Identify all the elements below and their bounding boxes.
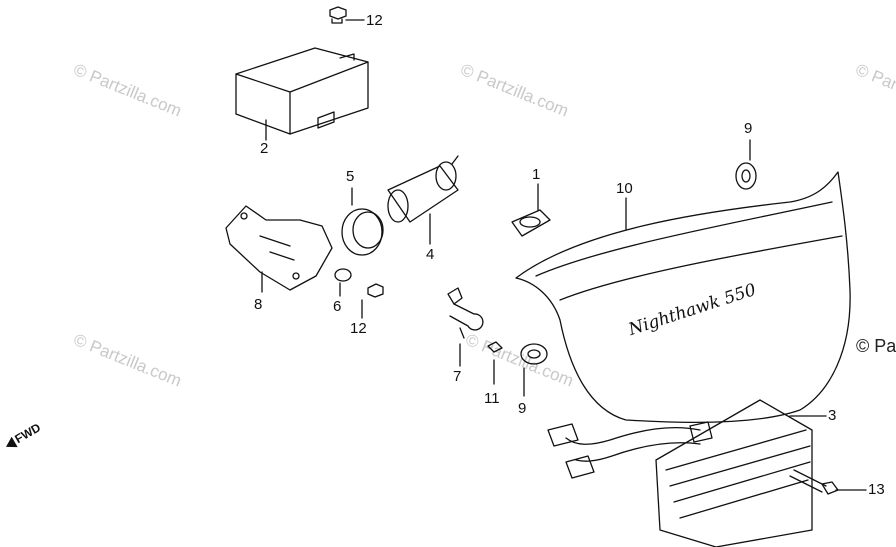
callout-2: 2 [260,140,269,157]
callout-4: 4 [426,246,435,263]
clamp-ring-icon[interactable] [341,187,384,256]
wire-clip-icon[interactable] [447,287,484,367]
bolt-icon[interactable] [789,469,867,495]
ignition-unit-icon[interactable] [235,47,369,141]
screw-icon[interactable] [487,341,503,385]
callout-11: 11 [484,390,500,407]
condenser-icon[interactable] [387,155,459,245]
callout-12: 12 [350,320,367,337]
bolt-icon[interactable] [329,6,365,24]
callout-9: 9 [518,400,527,417]
side-cover-icon[interactable] [515,171,851,423]
grommet-icon[interactable] [735,139,757,190]
regulator-rectifier-icon[interactable] [547,399,827,547]
callout-1: 1 [532,166,541,183]
callout-7: 7 [453,368,462,385]
grommet-icon[interactable] [334,268,352,297]
callout-9: 9 [744,120,753,137]
grommet-icon[interactable] [520,343,548,397]
watermark-edge: © Pa [856,336,896,356]
callout-6: 6 [333,298,342,315]
callout-10: 10 [616,180,633,197]
callout-3: 3 [828,407,837,424]
callout-5: 5 [346,168,355,185]
callout-8: 8 [254,296,263,313]
callout-13: 13 [868,481,885,498]
callout-12: 12 [366,12,383,29]
grommet-icon[interactable] [511,183,551,237]
bolt-icon[interactable] [361,283,384,319]
bracket-icon[interactable] [225,205,333,293]
